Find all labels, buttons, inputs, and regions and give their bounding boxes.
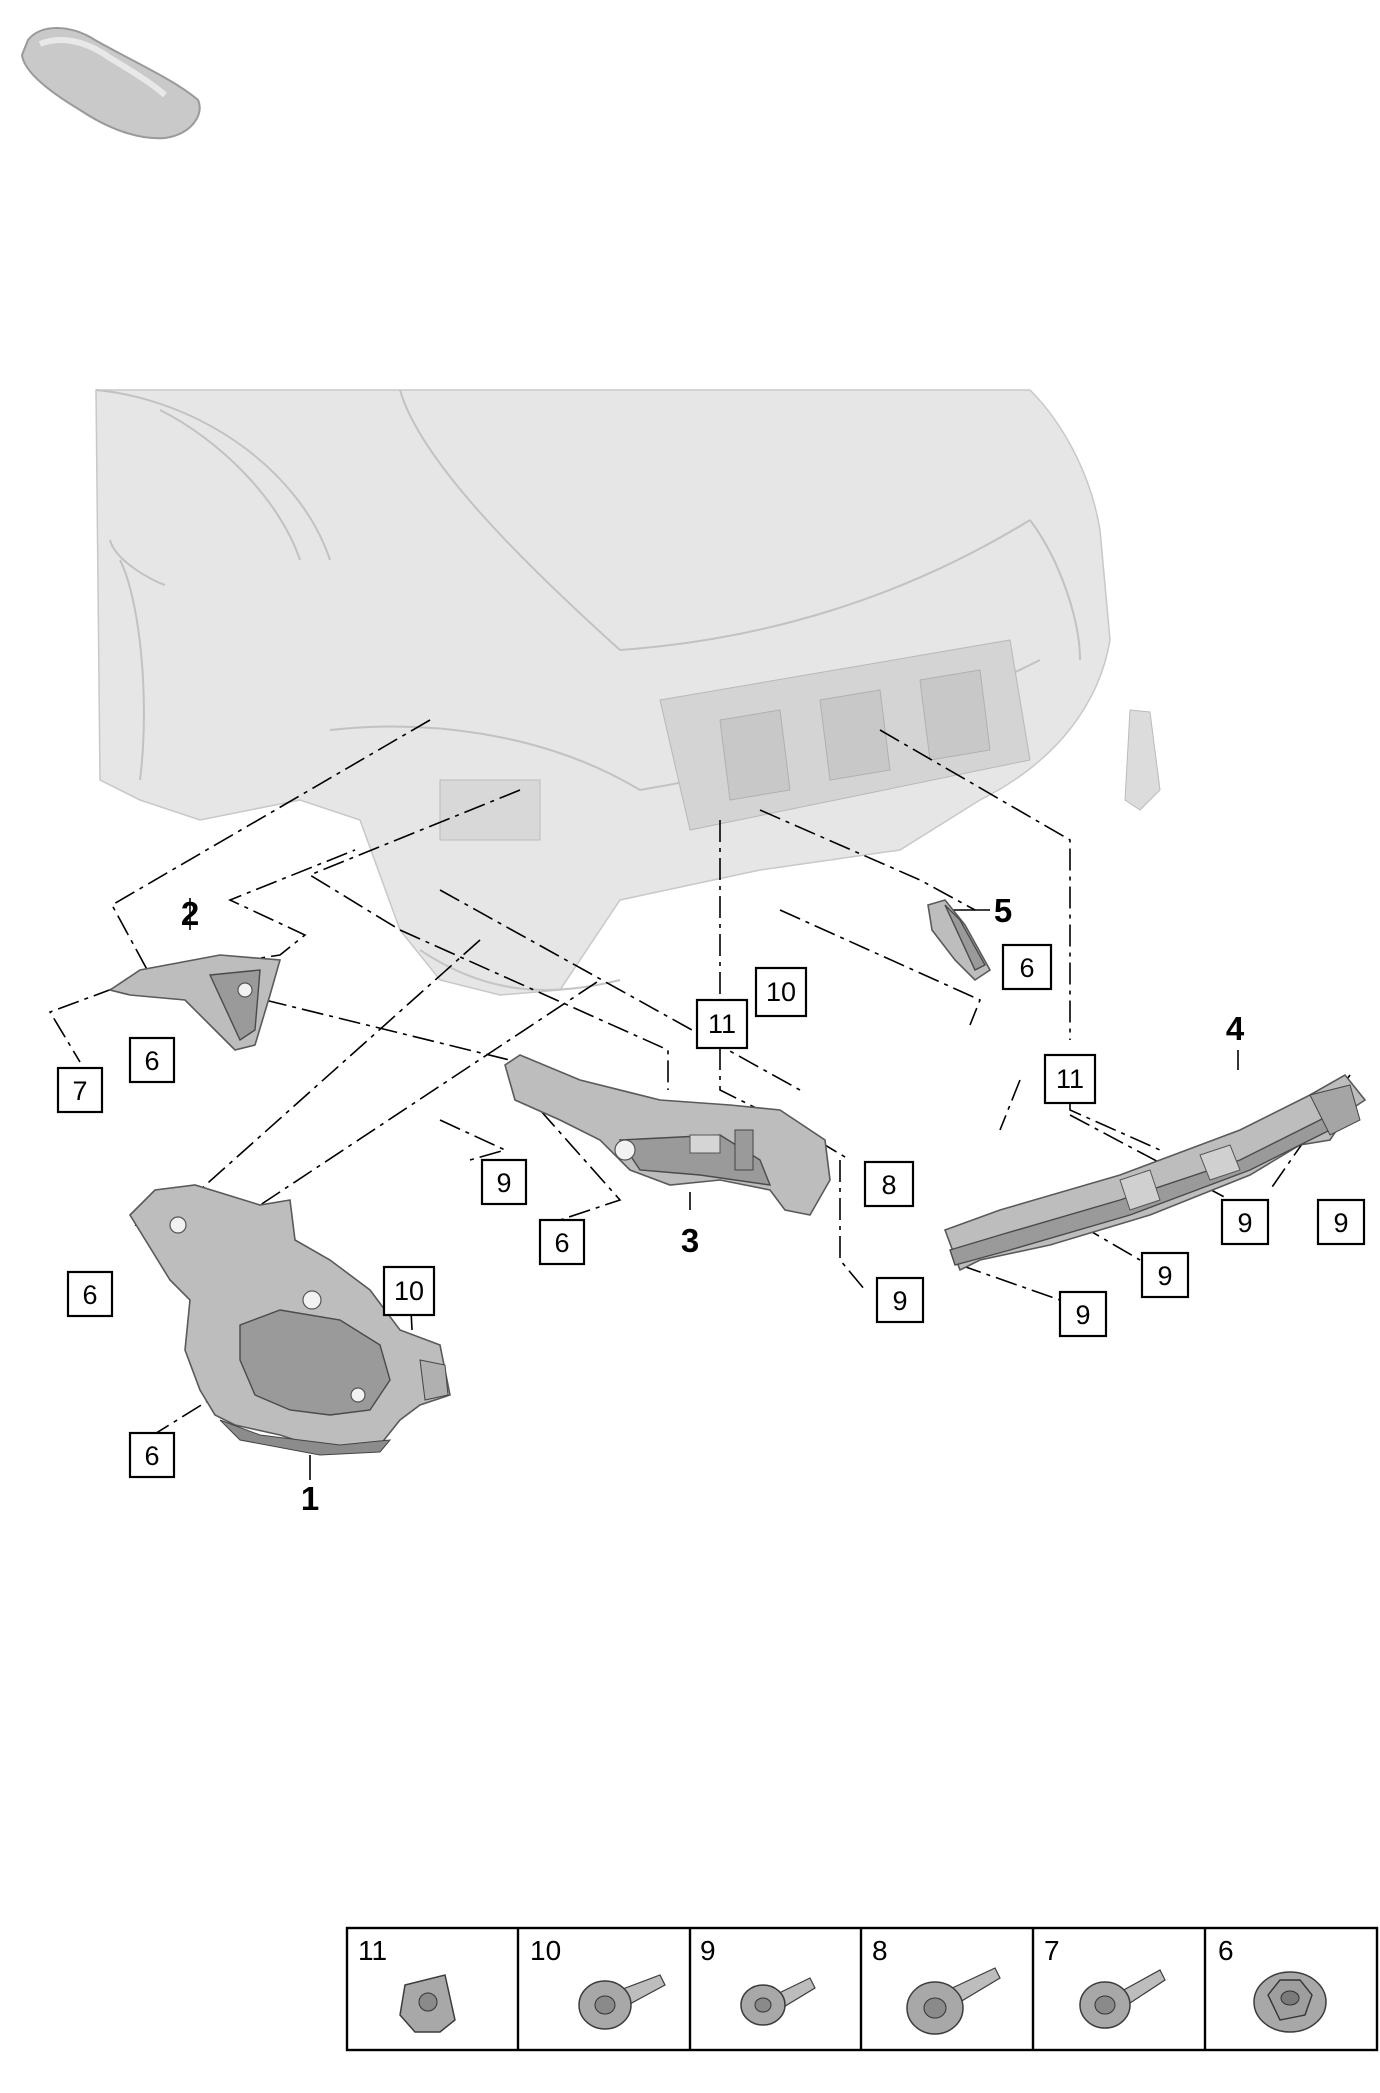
- callout-9: 9: [875, 1276, 925, 1324]
- svg-text:9: 9: [1333, 1208, 1348, 1238]
- callout-9: 9: [1316, 1198, 1366, 1246]
- svg-text:6: 6: [1218, 1935, 1234, 1966]
- svg-text:9: 9: [700, 1935, 716, 1966]
- svg-text:6: 6: [1019, 953, 1034, 983]
- svg-text:11: 11: [358, 1935, 387, 1966]
- callout-8: 8: [863, 1160, 915, 1208]
- callout-9: 9: [1220, 1198, 1270, 1246]
- legend-cell-10: 10: [530, 1935, 666, 2030]
- svg-text:9: 9: [1157, 1261, 1172, 1291]
- svg-text:11: 11: [708, 1009, 736, 1039]
- part-number-3: 3: [681, 1222, 699, 1259]
- svg-text:8: 8: [881, 1170, 896, 1200]
- callout-6: 6: [66, 1270, 114, 1318]
- part-number-2: 2: [181, 895, 199, 932]
- callout-6: 6: [538, 1218, 586, 1266]
- svg-text:10: 10: [394, 1276, 424, 1306]
- callout-9: 9: [1058, 1290, 1108, 1338]
- vehicle-thumbnail-icon: [20, 27, 201, 140]
- svg-text:6: 6: [144, 1441, 159, 1471]
- svg-text:8: 8: [872, 1935, 888, 1966]
- part-number-labels: 2 5 4 3 1: [181, 892, 1245, 1517]
- flange-nut-icon: [1253, 1971, 1327, 2033]
- legend-cell-8: 8: [872, 1935, 1001, 2035]
- callout-10: 10: [754, 966, 808, 1018]
- callout-11: 11: [1043, 1053, 1097, 1105]
- svg-text:7: 7: [1044, 1935, 1060, 1966]
- svg-text:10: 10: [530, 1935, 561, 1966]
- callout-7: 7: [56, 1066, 104, 1114]
- part-4-cross-member: [943, 1073, 1367, 1272]
- callout-6: 6: [128, 1036, 176, 1084]
- svg-text:9: 9: [496, 1168, 511, 1198]
- part-2-bracket: [108, 954, 282, 1051]
- svg-text:9: 9: [1075, 1300, 1090, 1330]
- part-5-clip: [927, 899, 992, 982]
- svg-text:7: 7: [72, 1076, 87, 1106]
- svg-text:9: 9: [892, 1286, 907, 1316]
- svg-text:9: 9: [1237, 1208, 1252, 1238]
- callout-10: 10: [382, 1265, 436, 1317]
- part-3-reinforcement: [504, 1054, 831, 1216]
- part-1-side-panel: [128, 1184, 451, 1456]
- part-number-4: 4: [1226, 1010, 1245, 1047]
- fastener-legend: 11 10 9 8: [345, 1926, 1379, 2052]
- callout-11: 11: [695, 998, 749, 1050]
- svg-text:6: 6: [144, 1046, 159, 1076]
- legend-cell-9: 9: [700, 1935, 816, 2026]
- svg-text:6: 6: [82, 1280, 97, 1310]
- vehicle-rear-body: [95, 389, 1161, 996]
- legend-cell-11: 11: [358, 1935, 456, 2033]
- svg-text:11: 11: [1056, 1064, 1084, 1094]
- clip-nut-icon: [399, 1974, 456, 2033]
- callout-9: 9: [1140, 1251, 1190, 1299]
- tapping-screw-icon: [578, 1974, 666, 2030]
- legend-cell-6: 6: [1218, 1935, 1327, 2033]
- callout-6: 6: [128, 1431, 176, 1479]
- callout-6: 6: [1001, 943, 1053, 991]
- callout-boxes: 6 6 6 6 6 7 8 9 9 9 9 9 9 10 10 11 11: [56, 943, 1366, 1479]
- flange-bolt-icon: [906, 1967, 1001, 2035]
- svg-text:10: 10: [766, 977, 796, 1007]
- leader-lines: [48, 719, 1351, 1480]
- part-number-1: 1: [301, 1480, 319, 1517]
- torx-bolt-icon: [1079, 1969, 1166, 2029]
- svg-text:6: 6: [554, 1228, 569, 1258]
- flange-screw-icon: [740, 1977, 816, 2026]
- legend-cell-7: 7: [1044, 1935, 1166, 2029]
- callout-9: 9: [480, 1158, 528, 1206]
- part-number-5: 5: [994, 892, 1012, 929]
